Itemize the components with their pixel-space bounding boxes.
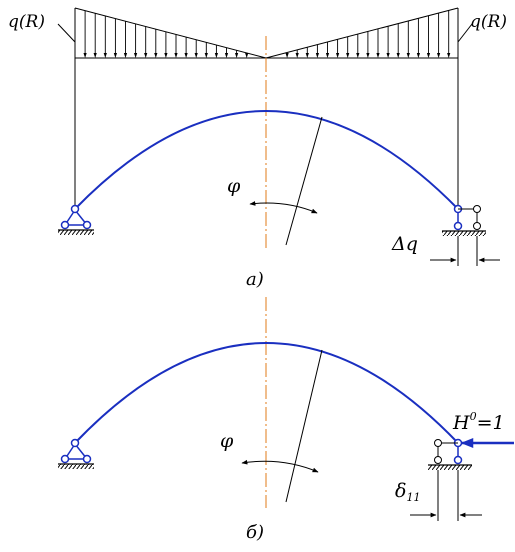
- radius-line-a: [285, 116, 323, 246]
- load-left-label: q(R): [8, 12, 45, 32]
- load-arrow-head: [426, 53, 431, 58]
- load-arrows: [83, 10, 451, 58]
- load-right-label: q(R): [470, 12, 507, 32]
- load-arrow-head: [245, 53, 249, 58]
- load-arrow-head: [305, 53, 309, 58]
- load-arrow-head: [336, 53, 340, 58]
- load-arrow-head: [134, 53, 138, 58]
- load-arrow-head: [356, 53, 360, 58]
- load-arrow-head: [416, 53, 420, 58]
- phi-label-a: φ: [227, 175, 241, 197]
- load-arrow-head: [194, 53, 198, 58]
- load-arrow-head: [123, 53, 128, 58]
- load-arrow-head: [154, 53, 158, 58]
- load-arrow-head: [396, 53, 400, 58]
- unit-force-symbol: H: [452, 412, 470, 434]
- unit-force-superscript: 0: [470, 410, 477, 423]
- load-arrow-head: [315, 53, 319, 58]
- load-arrow-head: [103, 53, 107, 58]
- angle-arc-b: [241, 459, 319, 473]
- left-support-b: [58, 438, 94, 469]
- load-right-leader: [457, 23, 473, 43]
- delta11-dimension: [410, 470, 482, 521]
- caption-b: б): [246, 522, 264, 543]
- right-support-b: [428, 438, 472, 470]
- load-arrow-head: [346, 53, 350, 58]
- load-arrow-head: [285, 53, 289, 58]
- arch-b: [74, 342, 459, 444]
- load-arrow-head: [406, 53, 410, 58]
- load-arrow-head: [204, 53, 208, 58]
- unit-force-value: =1: [477, 412, 505, 434]
- unit-force-label: H0=1: [452, 410, 505, 434]
- diagram-b: φ H0=1: [58, 297, 514, 543]
- angle-arc-a: [249, 201, 318, 214]
- diagram-a: q(R) q(R) φ: [8, 7, 507, 290]
- load-arrow-head: [83, 53, 87, 58]
- load-arrow-head: [386, 53, 390, 58]
- load-arrow-head: [325, 53, 330, 58]
- caption-a: а): [246, 269, 264, 290]
- load-arrow-head: [235, 53, 239, 58]
- delta-q-dimension: [430, 236, 500, 266]
- load-arrow-head: [437, 53, 441, 58]
- load-arrow-head: [184, 53, 188, 58]
- load-arrow-head: [214, 53, 218, 58]
- load-arrow-head: [174, 53, 178, 58]
- load-arrow-head: [113, 53, 117, 58]
- load-arrow-head: [224, 53, 229, 58]
- load-arrow-head: [93, 53, 97, 58]
- radius-line-b: [285, 349, 323, 503]
- distributed-load: [74, 7, 459, 59]
- load-arrow-head: [295, 53, 299, 58]
- delta11-label: δ11: [395, 480, 420, 504]
- load-arrow-head: [164, 53, 168, 58]
- load-arrow-head: [366, 53, 370, 58]
- load-arrow-head: [376, 53, 380, 58]
- right-support-a: [442, 204, 486, 236]
- phi-label-b: φ: [220, 430, 234, 452]
- delta-q-label: Δq: [391, 233, 418, 255]
- arch-a: [74, 110, 459, 210]
- load-arrow-head: [447, 53, 451, 58]
- delta11-symbol: δ: [395, 480, 406, 502]
- left-support-a: [58, 204, 94, 235]
- delta11-subscript: 11: [406, 491, 420, 504]
- load-arrow-head: [144, 53, 148, 58]
- load-left-leader: [57, 23, 76, 43]
